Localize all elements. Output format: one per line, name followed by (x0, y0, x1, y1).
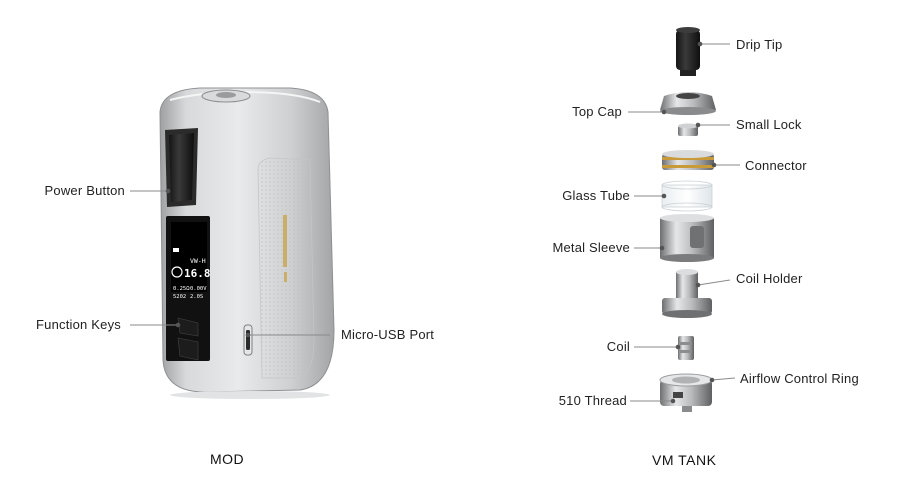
label-top-cap: Top Cap (572, 104, 622, 119)
510-connector-top (201, 89, 251, 103)
metal-sleeve-part (660, 214, 714, 262)
base-shadow (170, 391, 330, 399)
label-metal-sleeve: Metal Sleeve (552, 240, 630, 255)
label-coil: Coil (606, 339, 630, 354)
screen-stat-4: 5202 (173, 294, 186, 300)
label-glass-tube: Glass Tube (562, 188, 630, 203)
glass-tube-part (661, 180, 713, 212)
screen-mode: VW-H (190, 257, 206, 265)
mod-screen: VW-H 16.8 0.25Ω 0.00V 2.0S 5202 (171, 248, 211, 300)
caption-mod: MOD (210, 451, 245, 467)
airflow-ring-part (659, 373, 713, 412)
screen-power: 16.8 (184, 267, 211, 280)
label-micro-usb-port: Micro-USB Port (341, 327, 435, 342)
mod-device (159, 87, 335, 399)
battery-icon (173, 248, 179, 252)
tank-leaders (628, 41, 740, 404)
micro-usb-port (243, 324, 253, 356)
label-connector: Connector (745, 158, 807, 173)
mod-leaders (130, 188, 330, 338)
connector-part (662, 150, 714, 170)
label-power-button: Power Button (44, 183, 125, 198)
textured-grip-panel (257, 157, 315, 379)
drip-tip-part (676, 27, 700, 76)
label-drip-tip: Drip Tip (736, 37, 783, 52)
screen-stat-2: 0.00V (190, 286, 207, 292)
caption-vm-tank: VM TANK (652, 452, 717, 468)
screen-stat-3: 2.0S (190, 294, 203, 300)
small-lock-part (678, 123, 698, 136)
puff-gauge-icon (171, 266, 183, 278)
function-keys (177, 317, 199, 361)
power-button (165, 128, 198, 207)
brand-strip (283, 215, 287, 267)
label-coil-holder: Coil Holder (736, 271, 803, 286)
coil-holder-part (662, 269, 712, 318)
label-function-keys: Function Keys (36, 317, 121, 332)
top-cap-part (660, 92, 716, 115)
coil-part (678, 336, 694, 360)
label-airflow-control-ring: Airflow Control Ring (740, 371, 859, 386)
screen-stat-1: 0.25Ω (173, 286, 190, 292)
label-510-thread: 510 Thread (558, 393, 627, 408)
label-small-lock: Small Lock (736, 117, 802, 132)
vm-tank-exploded (659, 27, 716, 412)
